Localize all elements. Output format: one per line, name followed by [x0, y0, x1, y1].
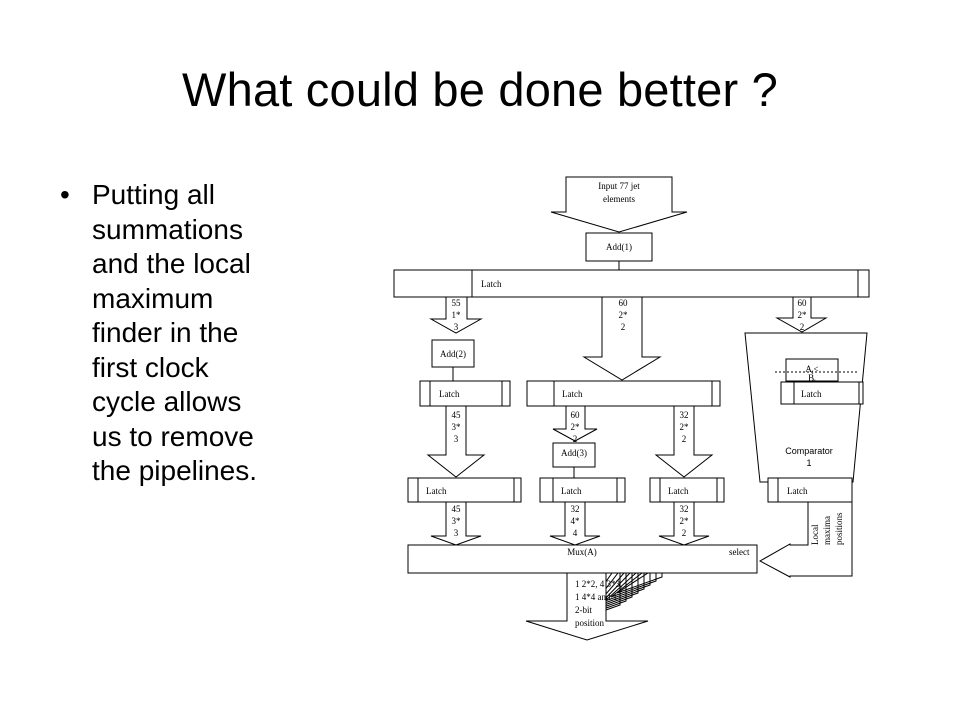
bullet-line: and the local [92, 248, 251, 279]
bus-60-right-arrow [775, 296, 828, 333]
comparator-label-num: 1 [806, 458, 811, 468]
latch-row3-1-label: Latch [426, 486, 447, 496]
bus-32c-width: 2* [680, 516, 690, 526]
latch-row3-4-label: Latch [787, 486, 808, 496]
bullet-line: the pipelines. [92, 455, 258, 486]
bullet-line: summations [92, 213, 243, 245]
latch-row3-1 [407, 477, 522, 503]
bus-45a-width: 3* [452, 422, 462, 432]
output-label-3: 2-bit [575, 605, 592, 615]
output-label-2: 1 4*4 and 1 [575, 592, 617, 602]
bus-32a-arrow [654, 405, 714, 478]
comparator-latch [780, 381, 864, 405]
bus-45b-value: 45 [452, 504, 462, 514]
bus-55-count: 3 [454, 322, 459, 332]
add3-block [552, 442, 596, 468]
bullet-line: us to remove [92, 420, 254, 452]
bus-32a-width: 2* [680, 422, 690, 432]
bus-55-width: 1* [452, 310, 462, 320]
bullet-dot: • [60, 179, 70, 210]
bus-45a-arrow [426, 405, 486, 478]
latch-row3-4 [767, 477, 853, 503]
mux-label: Mux(A) [567, 547, 597, 557]
bus-60-mid-value: 60 [619, 298, 629, 308]
bullet-line: finder in the [92, 317, 239, 348]
input-arrow [550, 176, 688, 233]
bus-32b-width: 4* [571, 516, 581, 526]
bus-60b-value: 60 [571, 410, 581, 420]
output-arrows [525, 572, 663, 641]
bus-60-right-width: 2* [798, 310, 808, 320]
bus-60b-count: 2 [573, 434, 578, 444]
bus-60-right-count: 2 [800, 322, 805, 332]
bus-32a-count: 2 [682, 434, 687, 444]
latch-row2-left-label: Latch [439, 389, 460, 399]
bus-32a-value: 32 [680, 410, 689, 420]
bus-32c-value: 32 [680, 504, 689, 514]
bullet-line: cycle allows [92, 386, 242, 417]
bus-45a-count: 3 [454, 434, 459, 444]
compare-condition: Ai< [805, 364, 818, 376]
comparator-label: Comparator [785, 446, 833, 456]
bus-55-arrow [429, 296, 483, 334]
add2-label: Add(2) [440, 349, 466, 359]
slide-title: What could be done better ? [182, 63, 778, 116]
bus-45b-count: 3 [454, 528, 459, 538]
local-maxima-label-2: maxima [822, 516, 832, 545]
latch-row3-3 [649, 477, 725, 503]
latch-row2-wide-label: Latch [562, 389, 583, 399]
bus-32c-count: 2 [682, 528, 687, 538]
latch-row2-wide [526, 380, 721, 407]
bus-55-value: 55 [452, 298, 462, 308]
latch-row3-3-label: Latch [668, 486, 689, 496]
bus-45b-arrow [430, 501, 482, 546]
output-label-4: position [575, 618, 605, 628]
comparator-latch-label: Latch [801, 389, 822, 399]
bullet-line: maximum [92, 282, 214, 314]
local-maxima-label-3: positions [834, 512, 844, 545]
top-latch-label: Latch [481, 279, 502, 289]
input-label-2: elements [603, 194, 635, 204]
bus-32b-arrow [549, 501, 601, 546]
add3-label: Add(3) [561, 448, 587, 458]
output-label-1: 1 2*2, 4 3*3, [575, 579, 622, 589]
bus-32b-value: 32 [571, 504, 580, 514]
bus-60-mid-arrow [582, 296, 662, 381]
output-main-arrow [525, 572, 649, 641]
add1-block [585, 232, 653, 262]
compare-condition-box [785, 358, 839, 382]
local-maxima-arrow [758, 501, 853, 578]
latch-row3-2-label: Latch [561, 486, 582, 496]
bus-60-mid-width: 2* [619, 310, 629, 320]
bus-60-right-value: 60 [798, 298, 808, 308]
bus-32b-count: 4 [573, 528, 578, 538]
bus-45a-value: 45 [452, 410, 462, 420]
bus-45b-width: 3* [452, 516, 462, 526]
bullet-line: first clock [92, 351, 209, 383]
top-latch [393, 269, 870, 298]
bus-32c-arrow [658, 501, 710, 546]
bus-60b-width: 2* [571, 422, 581, 432]
mux-select-label: select [729, 547, 750, 557]
bus-60-mid-count: 2 [621, 322, 626, 332]
local-maxima-label: Local [810, 524, 820, 545]
input-label-1: Input 77 jet [598, 181, 640, 191]
add2-block [431, 339, 475, 368]
bus-60b-arrow [552, 405, 598, 442]
latch-row2-left [419, 380, 511, 407]
add1-label: Add(1) [606, 242, 632, 252]
bullet-line: Putting all [92, 179, 215, 210]
